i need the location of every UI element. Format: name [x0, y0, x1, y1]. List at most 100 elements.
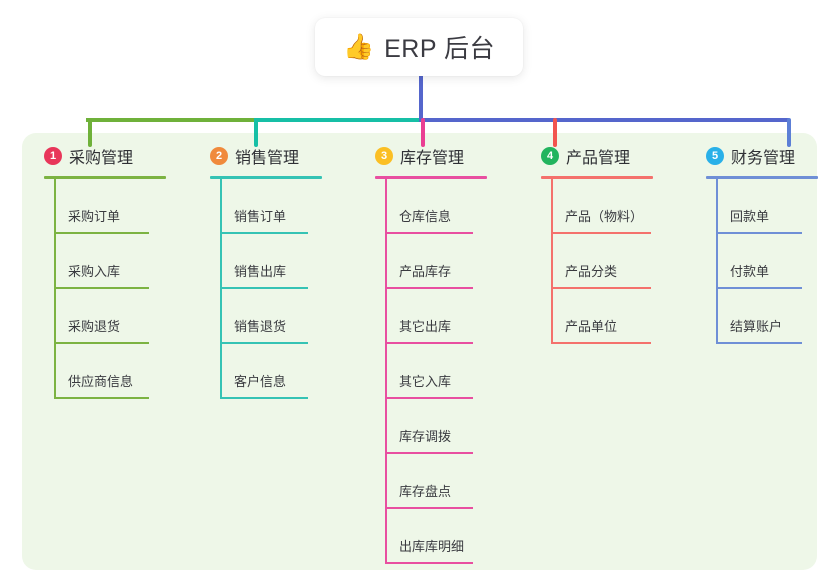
branch-header-rule-2 [210, 176, 322, 179]
leaf-item-label: 采购订单 [68, 209, 121, 224]
leaf-item[interactable]: 采购入库 [22, 234, 172, 289]
leaf-item[interactable]: 出库库明细 [353, 509, 503, 564]
leaf-item[interactable]: 销售订单 [188, 179, 338, 234]
branch-badge-1: 1 [44, 147, 62, 165]
leaf-item-rule [385, 397, 473, 399]
leaf-item-label: 仓库信息 [399, 209, 452, 224]
leaf-item[interactable]: 库存盘点 [353, 454, 503, 509]
leaf-item-label: 结算账户 [730, 319, 783, 334]
drop-sales [254, 118, 258, 147]
branch-badge-4: 4 [541, 147, 559, 165]
leaf-item[interactable]: 采购订单 [22, 179, 172, 234]
leaf-item-rule [716, 287, 802, 289]
leaf-item[interactable]: 客户信息 [188, 344, 338, 399]
branch-spine-5 [716, 179, 718, 344]
leaf-item-rule [385, 562, 473, 564]
leaf-item-label: 产品分类 [565, 264, 618, 279]
leaf-item-label: 出库库明细 [399, 539, 465, 554]
leaf-item-rule [385, 507, 473, 509]
leaf-item-label: 销售出库 [234, 264, 287, 279]
leaf-item-rule [385, 287, 473, 289]
branch-badge-2: 2 [210, 147, 228, 165]
leaf-item[interactable]: 产品库存 [353, 234, 503, 289]
root-node[interactable]: 👍 ERP 后台 [315, 18, 523, 76]
leaf-item[interactable]: 其它入库 [353, 344, 503, 399]
branch-header-2[interactable]: 2 销售管理 [188, 133, 338, 179]
branch-header-rule-4 [541, 176, 653, 179]
leaf-item-label: 供应商信息 [68, 374, 134, 389]
branch-item-list-3: 仓库信息产品库存其它出库其它入库库存调拨库存盘点出库库明细 [353, 179, 503, 564]
branch-badge-3: 3 [375, 147, 393, 165]
leaf-item[interactable]: 回款单 [684, 179, 834, 234]
leaf-item-rule [716, 342, 802, 344]
leaf-item-rule [385, 232, 473, 234]
leaf-item-rule [54, 397, 149, 399]
branch-title-2: 销售管理 [235, 150, 300, 167]
branches-panel [22, 133, 817, 570]
leaf-item[interactable]: 产品单位 [519, 289, 669, 344]
branch-header-1[interactable]: 1 采购管理 [22, 133, 172, 179]
branch-title-4: 产品管理 [566, 150, 631, 167]
drop-purchase [88, 118, 92, 147]
leaf-item-rule [716, 232, 802, 234]
branch-item-list-4: 产品（物料） 产品分类产品单位 [519, 179, 669, 344]
leaf-item-rule [54, 342, 149, 344]
leaf-item[interactable]: 采购退货 [22, 289, 172, 344]
bus-segment-green [86, 118, 258, 122]
leaf-item-label: 客户信息 [234, 374, 287, 389]
branch-column-1: 1 采购管理采购订单采购入库采购退货供应商信息 [22, 133, 172, 399]
branch-column-4: 4 产品管理产品（物料） 产品分类产品单位 [519, 133, 669, 344]
leaf-item[interactable]: 供应商信息 [22, 344, 172, 399]
branch-badge-5: 5 [706, 147, 724, 165]
leaf-item[interactable]: 结算账户 [684, 289, 834, 344]
drop-product [553, 118, 557, 147]
leaf-item-label: 采购入库 [68, 264, 121, 279]
leaf-item-rule [220, 232, 308, 234]
branch-header-5[interactable]: 5 财务管理 [684, 133, 834, 179]
branch-column-5: 5 财务管理回款单付款单结算账户 [684, 133, 834, 344]
leaf-item-label: 其它入库 [399, 374, 452, 389]
branch-spine-2 [220, 179, 222, 399]
leaf-item-rule [385, 342, 473, 344]
leaf-item-rule [551, 232, 651, 234]
branch-title-1: 采购管理 [69, 150, 134, 167]
leaf-item[interactable]: 销售出库 [188, 234, 338, 289]
leaf-item[interactable]: 产品（物料） [519, 179, 669, 234]
leaf-item[interactable]: 库存调拨 [353, 399, 503, 454]
branch-item-list-5: 回款单付款单结算账户 [684, 179, 834, 344]
branch-spine-1 [54, 179, 56, 399]
leaf-item-label: 产品单位 [565, 319, 618, 334]
leaf-item[interactable]: 付款单 [684, 234, 834, 289]
leaf-item-label: 销售订单 [234, 209, 287, 224]
leaf-item-rule [385, 452, 473, 454]
branch-header-rule-5 [706, 176, 818, 179]
leaf-item-rule [54, 287, 149, 289]
drop-finance [787, 118, 791, 147]
branch-item-list-1: 采购订单采购入库采购退货供应商信息 [22, 179, 172, 399]
branch-header-rule-3 [375, 176, 487, 179]
leaf-item-label: 库存盘点 [399, 484, 452, 499]
leaf-item[interactable]: 产品分类 [519, 234, 669, 289]
bus-segment-teal [254, 118, 425, 122]
thumbs-up-icon: 👍 [342, 32, 375, 61]
leaf-item-label: 其它出库 [399, 319, 452, 334]
leaf-item-rule [551, 342, 651, 344]
leaf-item-label: 回款单 [730, 209, 770, 224]
leaf-item[interactable]: 其它出库 [353, 289, 503, 344]
leaf-item-label: 付款单 [730, 264, 770, 279]
leaf-item[interactable]: 仓库信息 [353, 179, 503, 234]
leaf-item[interactable]: 销售退货 [188, 289, 338, 344]
bus-segment-blue [419, 118, 789, 122]
branch-columns: 1 采购管理采购订单采购入库采购退货供应商信息 2 销售管理销售订单销售出库销售退货客… [22, 133, 818, 570]
branch-column-2: 2 销售管理销售订单销售出库销售退货客户信息 [188, 133, 338, 399]
branch-header-4[interactable]: 4 产品管理 [519, 133, 669, 179]
leaf-item-label: 产品（物料） [565, 209, 644, 224]
drop-inventory [421, 118, 425, 147]
branch-header-rule-1 [44, 176, 166, 179]
branch-title-5: 财务管理 [731, 150, 796, 167]
leaf-item-rule [220, 287, 308, 289]
root-title: ERP 后台 [384, 35, 496, 63]
